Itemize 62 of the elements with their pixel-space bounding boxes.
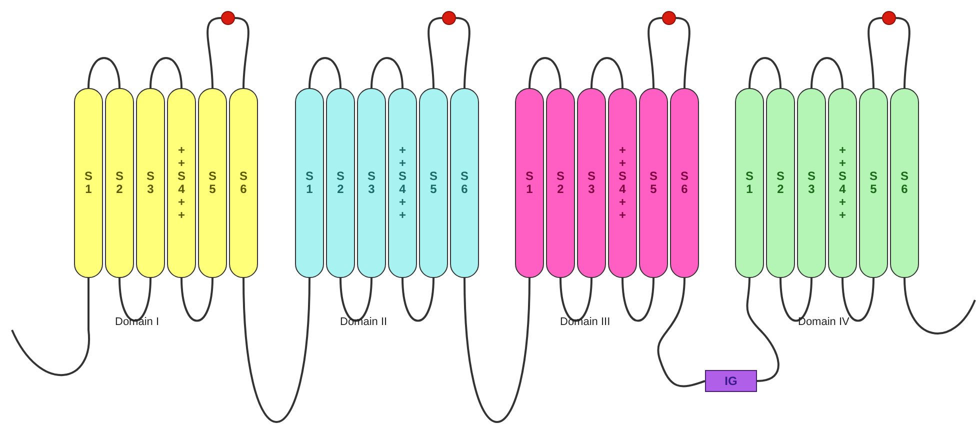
helix-segment: S 5 bbox=[419, 88, 448, 278]
chain-line bbox=[11, 278, 90, 376]
helix-segment: S 6 bbox=[890, 88, 919, 278]
ig-box: IG bbox=[705, 370, 757, 392]
helix-segment: S 1 bbox=[295, 88, 324, 278]
helix-segment: S 2 bbox=[326, 88, 355, 278]
helix-segment: S 6 bbox=[450, 88, 479, 278]
chain-line bbox=[622, 278, 654, 322]
helix-segment: S 3 bbox=[357, 88, 386, 278]
chain-line bbox=[464, 278, 530, 422]
helix-segment: S 1 bbox=[74, 88, 103, 278]
domain-label: Domain I bbox=[115, 316, 160, 328]
chain-line bbox=[118, 278, 152, 322]
helix-segment: + + S 4 + + bbox=[828, 88, 857, 278]
chain-line bbox=[180, 278, 214, 322]
domain-label: Domain III bbox=[560, 316, 610, 328]
chain-line bbox=[150, 57, 182, 88]
chain-line bbox=[676, 17, 690, 88]
pore-loop-dot bbox=[442, 11, 456, 25]
domain-label: Domain IV bbox=[798, 316, 850, 328]
chain-line bbox=[904, 278, 976, 334]
chain-line bbox=[896, 17, 910, 88]
chain-line bbox=[456, 17, 470, 88]
helix-segment: + + S 4 + + bbox=[167, 88, 196, 278]
chain-line bbox=[780, 278, 812, 322]
helix-segment: S 5 bbox=[639, 88, 668, 278]
pore-loop-dot bbox=[882, 11, 896, 25]
domain-label: Domain II bbox=[340, 316, 388, 328]
chain-line bbox=[657, 278, 706, 388]
chain-line bbox=[428, 17, 442, 88]
helix-segment: S 5 bbox=[859, 88, 888, 278]
chain-line bbox=[560, 278, 592, 322]
helix-segment: + + S 4 + + bbox=[388, 88, 417, 278]
chain-line bbox=[402, 278, 434, 322]
pore-loop-dot bbox=[221, 11, 235, 25]
helix-segment: S 2 bbox=[546, 88, 575, 278]
chain-line bbox=[746, 278, 780, 382]
helix-segment: S 6 bbox=[670, 88, 699, 278]
helix-segment: S 1 bbox=[735, 88, 764, 278]
helix-segment: S 5 bbox=[198, 88, 227, 278]
pore-loop-dot bbox=[662, 11, 676, 25]
chain-line bbox=[842, 278, 874, 322]
helix-segment: + + S 4 + + bbox=[608, 88, 637, 278]
chain-line bbox=[748, 57, 782, 88]
chain-line bbox=[648, 17, 662, 88]
chain-line bbox=[206, 17, 222, 88]
chain-line bbox=[370, 57, 404, 88]
helix-segment: S 2 bbox=[766, 88, 795, 278]
chain-line bbox=[528, 57, 562, 88]
chain-line bbox=[234, 17, 250, 88]
chain-line bbox=[308, 57, 342, 88]
chain-line bbox=[340, 278, 372, 322]
helix-segment: S 6 bbox=[229, 88, 258, 278]
chain-line bbox=[242, 278, 310, 422]
helix-segment: S 3 bbox=[797, 88, 826, 278]
helix-segment: S 3 bbox=[577, 88, 606, 278]
chain-line bbox=[590, 57, 624, 88]
helix-segment: S 3 bbox=[136, 88, 165, 278]
helix-segment: S 2 bbox=[105, 88, 134, 278]
chain-line bbox=[88, 57, 120, 88]
helix-segment: S 1 bbox=[515, 88, 544, 278]
chain-line bbox=[810, 57, 844, 88]
